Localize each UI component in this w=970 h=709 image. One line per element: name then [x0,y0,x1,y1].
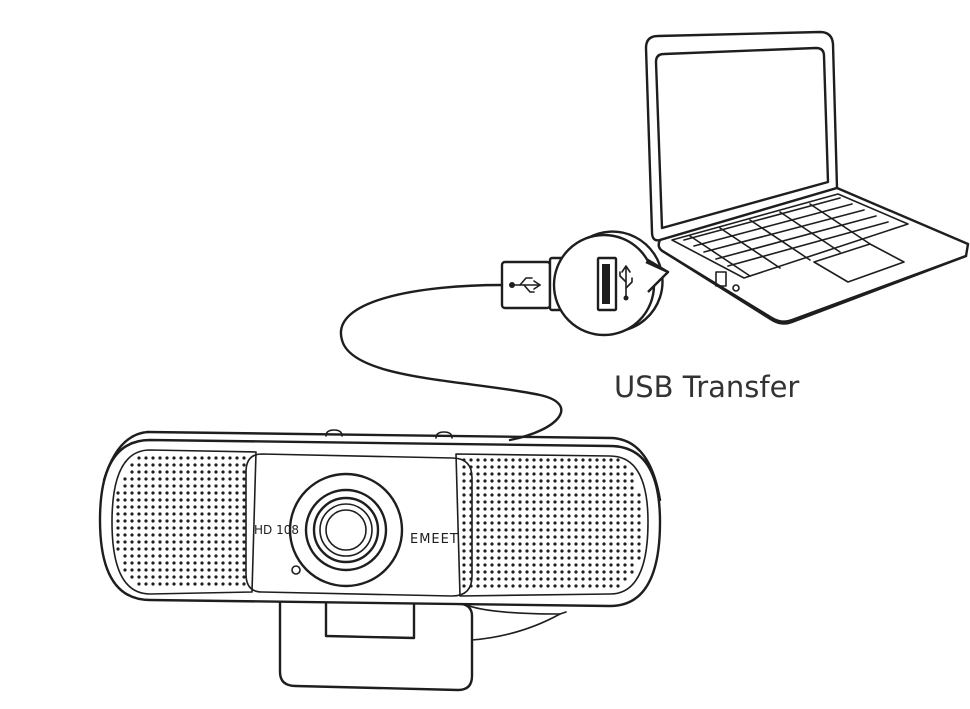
webcam-indicator-light [291,565,301,575]
webcam-stand [278,592,474,692]
webcam-brand-logo: EMEET [410,532,459,547]
webcam-lens [288,472,404,588]
webcam-hd-label: HD 108 [254,523,299,537]
keyboard-keys [683,197,889,277]
webcam-illustration: HD 108 EMEET [98,429,662,692]
laptop-illustration [644,30,970,325]
usb-cable [339,283,563,442]
trackpad [813,243,905,283]
laptop-usb-port [715,271,727,287]
usb-port-callout [552,230,670,337]
usb-port-symbol-icon [619,265,633,301]
speaker-grill-dots [116,456,641,588]
usb-symbol-icon [509,277,541,293]
usb-transfer-caption: USB Transfer [614,370,799,404]
